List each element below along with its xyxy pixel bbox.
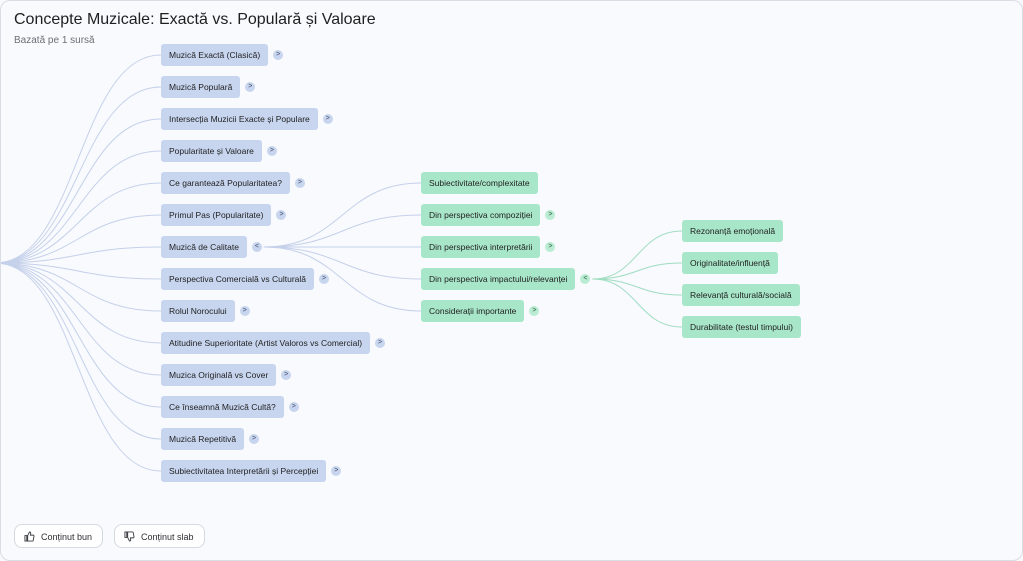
link-calitate-subiectivitate-complexitate	[263, 182, 422, 248]
link-root-intersectia-muzicii-exacte-si-populare	[1, 118, 162, 263]
link-impact-rezonanta-emotionala	[592, 230, 683, 280]
link-root-muzica-repetitiva	[1, 263, 162, 440]
link-root-rolul-norocului	[1, 262, 162, 312]
expand-muzica-exacta-clasica-icon[interactable]: >	[273, 50, 284, 60]
expand-din-perspectiva-interpretarii-icon[interactable]: >	[545, 242, 556, 252]
node-relevanta-culturala-sociala[interactable]: Relevanță culturală/socială	[682, 284, 800, 306]
thumbs-down-icon	[124, 531, 135, 542]
collapse-muzica-de-calitate-icon[interactable]: <	[251, 242, 262, 252]
node-muzica-originala-vs-cover[interactable]: Muzica Originală vs Cover	[161, 364, 277, 386]
node-primul-pas-popularitate[interactable]: Primul Pas (Popularitate)	[161, 204, 272, 226]
link-impact-relevanta-culturala-sociala	[592, 278, 683, 296]
node-popularitate-si-valoare[interactable]: Popularitate și Valoare	[161, 140, 262, 162]
good-content-label: Conținut bun	[41, 532, 93, 542]
expand-subiectivitatea-interpretarii-si-perceptiei-icon[interactable]: >	[331, 466, 342, 476]
node-din-perspectiva-interpretarii[interactable]: Din perspectiva interpretării	[421, 236, 541, 258]
expand-primul-pas-popularitate-icon[interactable]: >	[276, 210, 287, 220]
link-root-ce-garanteaza-popularitatea	[1, 182, 162, 264]
node-muzica-exacta-clasica[interactable]: Muzică Exactă (Clasică)	[161, 44, 269, 66]
bad-content-button[interactable]: Conținut slab	[114, 524, 205, 548]
node-ce-garanteaza-popularitatea[interactable]: Ce garantează Popularitatea?	[161, 172, 290, 194]
node-subiectivitatea-interpretarii-si-perceptiei[interactable]: Subiectivitatea Interpretării și Percepț…	[161, 460, 327, 482]
source-count: Bazată pe 1 sursă	[14, 35, 95, 46]
link-impact-durabilitate-testul-timpului	[592, 278, 683, 328]
node-originalitate-influenta[interactable]: Originalitate/influență	[682, 252, 778, 274]
node-perspectiva-comerciala-vs-culturala[interactable]: Perspectiva Comercială vs Culturală	[161, 268, 314, 290]
expand-muzica-originala-vs-cover-icon[interactable]: >	[281, 370, 292, 380]
node-durabilitate-testul-timpului[interactable]: Durabilitate (testul timpului)	[682, 316, 801, 338]
node-atitudine-superioritate-artist-valoros-vs-comercial[interactable]: Atitudine Superioritate (Artist Valoros …	[161, 332, 371, 354]
link-root-ce-inseamna-muzica-culta	[1, 263, 162, 408]
page-title: Concepte Muzicale: Exactă vs. Populară ș…	[14, 11, 376, 28]
node-din-perspectiva-impactului-relevantei[interactable]: Din perspectiva impactului/relevanței	[421, 268, 576, 290]
node-muzica-populara[interactable]: Muzică Populară	[161, 76, 241, 98]
expand-intersectia-muzicii-exacte-si-populare-icon[interactable]: >	[322, 114, 333, 124]
node-intersectia-muzicii-exacte-si-populare[interactable]: Intersecția Muzicii Exacte și Populare	[161, 108, 318, 130]
link-root-popularitate-si-valoare	[1, 150, 162, 264]
node-consideratii-importante[interactable]: Considerații importante	[421, 300, 525, 322]
link-root-subiectivitatea-interpretarii-si-perceptiei	[1, 263, 162, 472]
expand-atitudine-superioritate-artist-valoros-vs-comercial-icon[interactable]: >	[375, 338, 386, 348]
expand-perspectiva-comerciala-vs-culturala-icon[interactable]: >	[319, 274, 329, 284]
node-rolul-norocului[interactable]: Rolul Norocului	[161, 300, 235, 322]
link-root-muzica-populara	[1, 86, 162, 263]
expand-consideratii-importante-icon[interactable]: >	[529, 306, 540, 316]
link-root-muzica-originala-vs-cover	[1, 262, 162, 376]
link-root-primul-pas-popularitate	[1, 214, 162, 264]
link-root-muzica-de-calitate	[1, 246, 162, 264]
link-root-muzica-exacta-clasica	[1, 54, 162, 263]
expand-rolul-norocului-icon[interactable]: >	[239, 306, 250, 316]
link-root-atitudine-superioritate-artist-valoros-vs-comercial	[1, 262, 162, 344]
node-muzica-repetitiva[interactable]: Muzică Repetitivă	[161, 428, 245, 450]
node-subiectivitate-complexitate[interactable]: Subiectivitate/complexitate	[421, 172, 538, 194]
node-din-perspectiva-compozitiei[interactable]: Din perspectiva compoziției	[421, 204, 541, 226]
link-root-perspectiva-comerciala-vs-culturala	[1, 262, 162, 280]
expand-ce-inseamna-muzica-culta-icon[interactable]: >	[288, 402, 299, 412]
node-ce-inseamna-muzica-culta[interactable]: Ce înseamnă Muzică Cultă?	[161, 396, 284, 418]
expand-popularitate-si-valoare-icon[interactable]: >	[266, 146, 277, 156]
link-calitate-consideratii-importante	[263, 246, 422, 312]
node-muzica-de-calitate[interactable]: Muzică de Calitate	[161, 236, 247, 258]
expand-muzica-populara-icon[interactable]: >	[245, 82, 256, 92]
link-calitate-din-perspectiva-compozitiei	[263, 214, 422, 248]
expand-muzica-repetitiva-icon[interactable]: >	[249, 434, 260, 444]
link-impact-originalitate-influenta	[592, 262, 683, 280]
thumbs-up-icon	[24, 531, 35, 542]
node-rezonanta-emotionala[interactable]: Rezonanță emoțională	[682, 220, 784, 242]
expand-ce-garanteaza-popularitatea-icon[interactable]: >	[294, 178, 305, 188]
good-content-button[interactable]: Conținut bun	[14, 524, 104, 548]
collapse-din-perspectiva-impactului-relevantei-icon[interactable]: <	[580, 274, 591, 284]
expand-din-perspectiva-compozitiei-icon[interactable]: >	[545, 210, 556, 220]
bad-content-label: Conținut slab	[141, 532, 194, 542]
link-calitate-din-perspectiva-impactului-relevantei	[263, 246, 422, 280]
